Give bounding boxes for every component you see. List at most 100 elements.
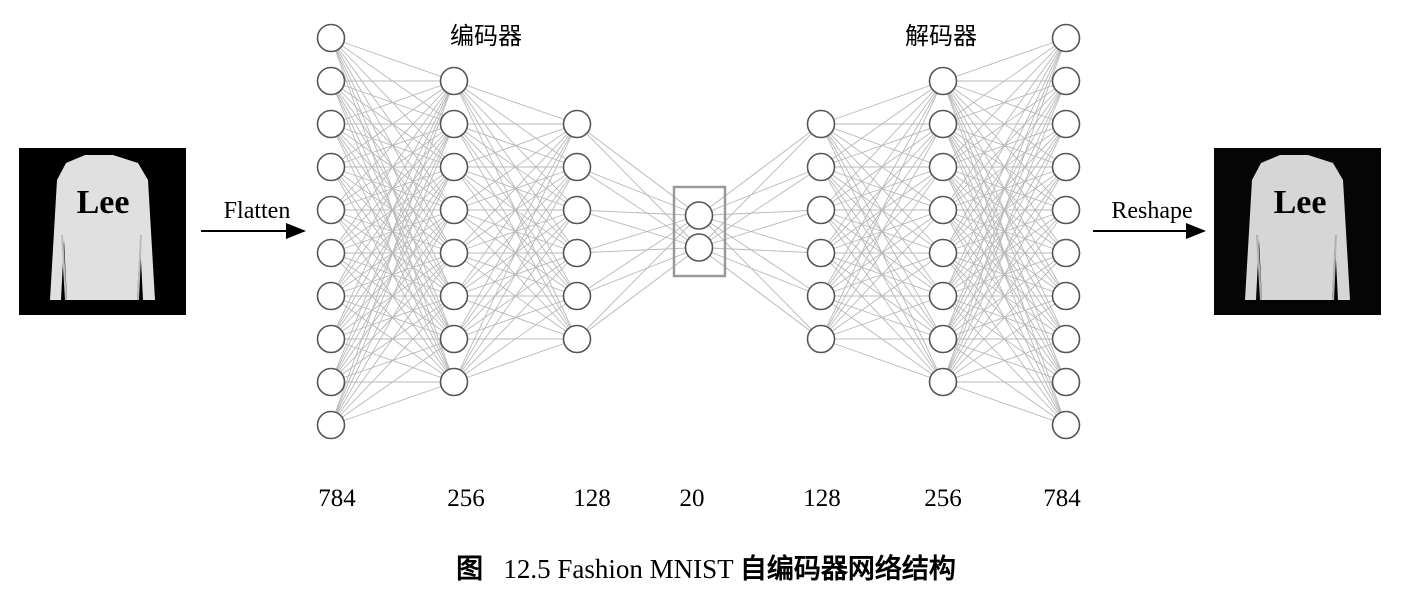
connection-line <box>330 252 455 426</box>
connection-line <box>942 209 1067 383</box>
reshape-label: Reshape <box>1111 198 1192 224</box>
figure-caption: 图 12.5 Fashion MNIST 自编码器网络结构 <box>0 547 1412 586</box>
connection-line <box>330 80 455 426</box>
connection-line <box>330 295 455 426</box>
neuron-node-layer-5 <box>806 152 836 182</box>
layer-size-label: 256 <box>447 485 485 512</box>
connection-line <box>820 209 944 340</box>
neuron-node-layer-1 <box>316 281 346 311</box>
connection-line <box>698 166 822 248</box>
neuron-node-layer-2 <box>439 195 469 225</box>
neuron-node-layer-3 <box>562 195 592 225</box>
connection-line <box>330 80 455 125</box>
neuron-node-layer-1 <box>316 109 346 139</box>
layer-size-label: 128 <box>573 485 611 512</box>
neuron-node-layer-3 <box>562 324 592 354</box>
neuron-node-layer-1 <box>316 367 346 397</box>
connection-line <box>576 215 700 297</box>
neuron-node-layer-5 <box>806 324 836 354</box>
connection-line <box>576 247 700 254</box>
decoder-label: 解码器 <box>905 22 977 50</box>
neuron-node-layer-3 <box>562 152 592 182</box>
connection-line <box>942 37 1067 383</box>
connection-line <box>330 80 455 168</box>
output-image: Lee <box>1214 148 1381 315</box>
connection-line <box>453 123 578 383</box>
neuron-node-layer-7 <box>1051 195 1081 225</box>
connection-line <box>820 295 944 340</box>
connection-line <box>698 123 822 248</box>
neuron-node-layer-5 <box>806 238 836 268</box>
connection-line <box>698 215 822 297</box>
connection-line <box>698 247 822 340</box>
neuron-node-layer-6 <box>928 281 958 311</box>
neuron-node-layer-1 <box>316 66 346 96</box>
neuron-node-layer-7 <box>1051 238 1081 268</box>
connection-line <box>698 247 822 254</box>
connection-line <box>453 123 578 254</box>
neuron-node-layer-5 <box>806 195 836 225</box>
flatten-label: Flatten <box>224 198 291 224</box>
neuron-node-layer-1 <box>316 195 346 225</box>
connection-line <box>820 80 944 254</box>
connection-line <box>820 80 944 340</box>
connection-line <box>820 80 944 125</box>
connection-line <box>453 123 578 211</box>
connection-line <box>942 295 1067 383</box>
connection-line <box>453 295 578 383</box>
neuron-node-layer-7 <box>1051 281 1081 311</box>
connection-line <box>576 247 700 340</box>
caption-number: 12.5 Fashion MNIST <box>503 554 734 584</box>
connection-line <box>576 123 700 248</box>
input-image-text: Lee <box>77 184 130 221</box>
connections <box>330 37 1067 426</box>
connection-line <box>698 247 822 297</box>
connection-line <box>942 37 1067 254</box>
connection-line <box>698 215 822 340</box>
neuron-node-layer-1 <box>316 410 346 440</box>
connection-line <box>576 215 700 254</box>
neuron-node-layer-5 <box>806 109 836 139</box>
neuron-node-layer-7 <box>1051 367 1081 397</box>
neuron-node-layer-3 <box>562 238 592 268</box>
neuron-node-layer-6 <box>928 324 958 354</box>
connection-line <box>698 209 822 216</box>
connection-line <box>330 166 455 426</box>
connection-line <box>330 209 455 426</box>
neuron-node-layer-2 <box>439 367 469 397</box>
connection-line <box>942 37 1067 340</box>
connection-line <box>942 37 1067 168</box>
connection-line <box>942 166 1067 383</box>
neuron-node-layer-6 <box>928 109 958 139</box>
connection-line <box>942 37 1067 125</box>
neuron-node-layer-6 <box>928 152 958 182</box>
connection-line <box>820 252 944 340</box>
neuron-node-layer-6 <box>928 195 958 225</box>
neuron-node-layer-7 <box>1051 324 1081 354</box>
connection-line <box>820 166 944 340</box>
connection-line <box>698 123 822 216</box>
layer-size-label: 784 <box>318 485 356 512</box>
neuron-node-layer-2 <box>439 238 469 268</box>
connection-line <box>820 338 944 383</box>
connection-line <box>576 166 700 216</box>
connection-line <box>942 252 1067 383</box>
neuron-node-layer-6 <box>928 238 958 268</box>
connection-line <box>698 166 822 216</box>
connection-line <box>453 123 578 340</box>
connection-line <box>453 252 578 383</box>
connection-line <box>576 247 700 297</box>
connection-line <box>330 80 455 254</box>
connection-line <box>942 80 1067 383</box>
neuron-node-layer-6 <box>928 66 958 96</box>
neuron-node-layer-1 <box>316 238 346 268</box>
connection-line <box>576 166 700 248</box>
connection-line <box>453 338 578 383</box>
neuron-node-layer-5 <box>806 281 836 311</box>
connection-line <box>453 209 578 383</box>
neuron-node-layer-6 <box>928 367 958 397</box>
neuron-node-layer-2 <box>439 324 469 354</box>
connection-line <box>942 37 1067 82</box>
neuron-node-layer-7 <box>1051 152 1081 182</box>
connection-line <box>453 123 578 168</box>
